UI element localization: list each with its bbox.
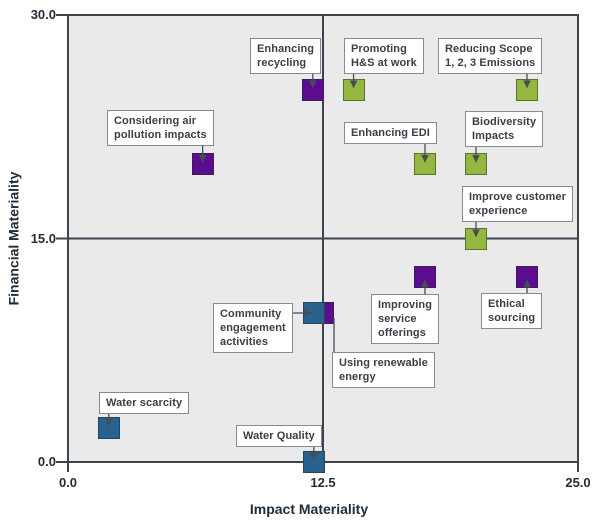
point-improve-customer-experience	[465, 227, 487, 250]
point-promoting-hs-at-work	[342, 78, 365, 101]
point-enhancing-recycling	[301, 78, 324, 101]
point-water-quality	[302, 451, 325, 473]
point-improving-service-offerings	[414, 266, 436, 289]
x-axis-title: Impact Materiality	[249, 501, 369, 517]
point-water-scarcity	[97, 416, 120, 439]
point-ethical-sourcing	[516, 266, 538, 289]
point-biodiversity-impacts	[465, 153, 487, 175]
point-considering-air-pollution-impacts	[191, 153, 214, 175]
point-enhancing-edi	[414, 153, 436, 175]
y-axis-title: Financial Materiality	[5, 171, 22, 306]
point-community-engagement-activities	[302, 302, 325, 324]
point-reducing-scope-1-2-3-emissions	[516, 78, 538, 101]
